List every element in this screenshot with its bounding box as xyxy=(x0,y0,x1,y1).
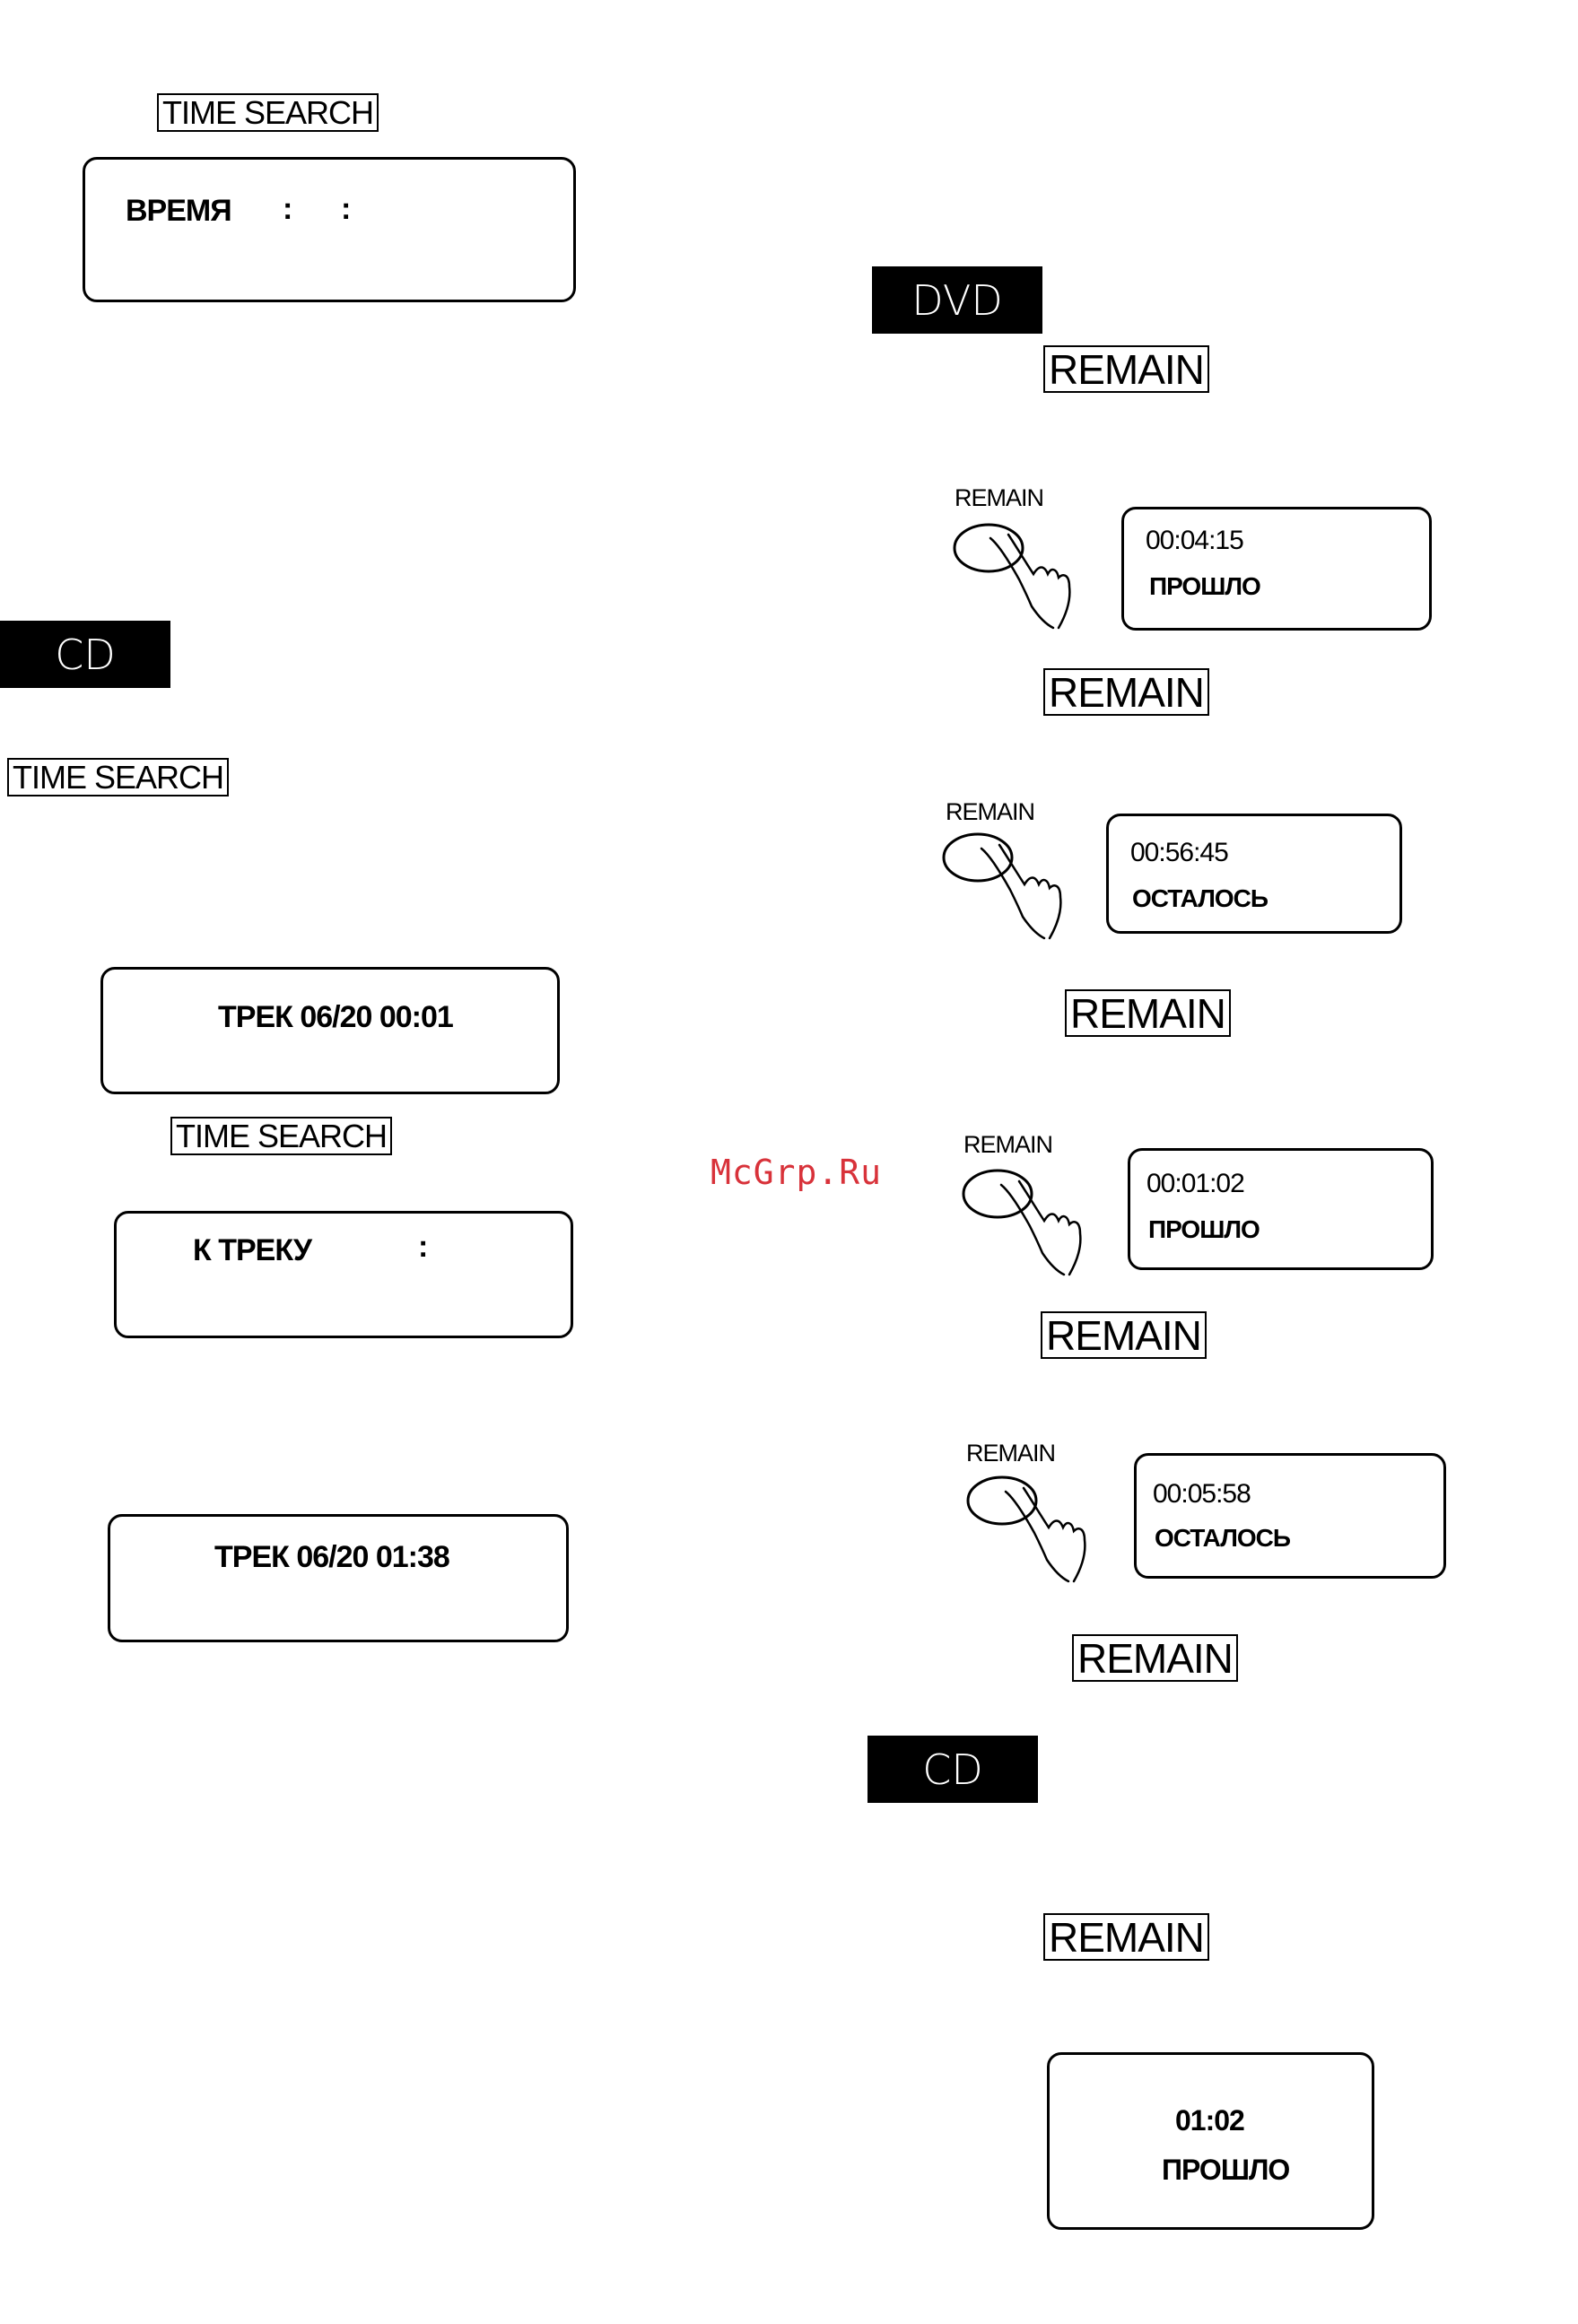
watermark: McGrp.Ru xyxy=(711,1153,882,1192)
remain-key-label: REMAIN xyxy=(1043,668,1209,716)
remain-button-illustration: REMAIN xyxy=(955,1431,1126,1592)
cd-remain-display: 01:02 ПРОШЛО xyxy=(1047,2052,1374,2230)
time-search-key-label: TIME SEARCH xyxy=(157,93,379,132)
remain-key-label: REMAIN xyxy=(1043,345,1209,393)
time-search-key-label: TIME SEARCH xyxy=(7,758,229,796)
track-time-display: ТРЕК 06/20 01:38 xyxy=(108,1514,569,1642)
remain-display: 00:05:58 ОСТАЛОСЬ xyxy=(1134,1453,1446,1579)
remain-button-illustration: REMAIN xyxy=(933,475,1103,637)
remain-key-label: REMAIN xyxy=(1043,1913,1209,1961)
remain-display: 00:56:45 ОСТАЛОСЬ xyxy=(1106,814,1402,934)
remain-button-illustration: REMAIN xyxy=(951,1126,1121,1287)
remain-status: ПРОШЛО xyxy=(1148,1215,1260,1244)
remain-status: ОСТАЛОСЬ xyxy=(1155,1524,1290,1553)
remain-time: 00:04:15 xyxy=(1146,526,1243,556)
time-entry-display: ВРЕМЯ : : xyxy=(83,157,576,302)
time-separator: : xyxy=(283,192,292,227)
time-separator: : xyxy=(341,192,350,227)
cd-remain-status: ПРОШЛО xyxy=(1162,2154,1289,2187)
cd-section-tag: CD xyxy=(0,621,170,688)
go-to-track-label: К ТРЕКУ xyxy=(193,1233,311,1268)
remain-time: 00:56:45 xyxy=(1130,838,1228,868)
time-label: ВРЕМЯ xyxy=(126,194,231,229)
remain-status: ОСТАЛОСЬ xyxy=(1132,884,1268,913)
finger-press-icon xyxy=(951,1126,1121,1287)
cd-section-tag: CD xyxy=(867,1736,1038,1803)
track-time-text: ТРЕК 06/20 00:01 xyxy=(218,1000,453,1035)
track-time-display: ТРЕК 06/20 00:01 xyxy=(100,967,560,1094)
finger-press-icon xyxy=(955,1431,1126,1592)
cd-remain-time: 01:02 xyxy=(1175,2104,1244,2137)
remain-time: 00:01:02 xyxy=(1146,1169,1244,1199)
dvd-section-tag: DVD xyxy=(872,266,1042,334)
remain-display: 00:04:15 ПРОШЛО xyxy=(1121,507,1432,631)
remain-status: ПРОШЛО xyxy=(1149,572,1260,601)
time-search-key-label: TIME SEARCH xyxy=(170,1117,392,1155)
track-time-text: ТРЕК 06/20 01:38 xyxy=(214,1540,449,1575)
remain-key-label: REMAIN xyxy=(1041,1311,1207,1359)
finger-press-icon xyxy=(933,475,1103,637)
remain-button-illustration: REMAIN xyxy=(933,789,1103,951)
go-to-track-separator: : xyxy=(418,1230,427,1265)
remain-key-label: REMAIN xyxy=(1065,989,1231,1037)
finger-press-icon xyxy=(933,789,1103,951)
remain-time: 00:05:58 xyxy=(1153,1479,1251,1510)
remain-key-label: REMAIN xyxy=(1072,1634,1238,1682)
go-to-track-display: К ТРЕКУ : xyxy=(114,1211,573,1338)
remain-display: 00:01:02 ПРОШЛО xyxy=(1128,1148,1434,1270)
